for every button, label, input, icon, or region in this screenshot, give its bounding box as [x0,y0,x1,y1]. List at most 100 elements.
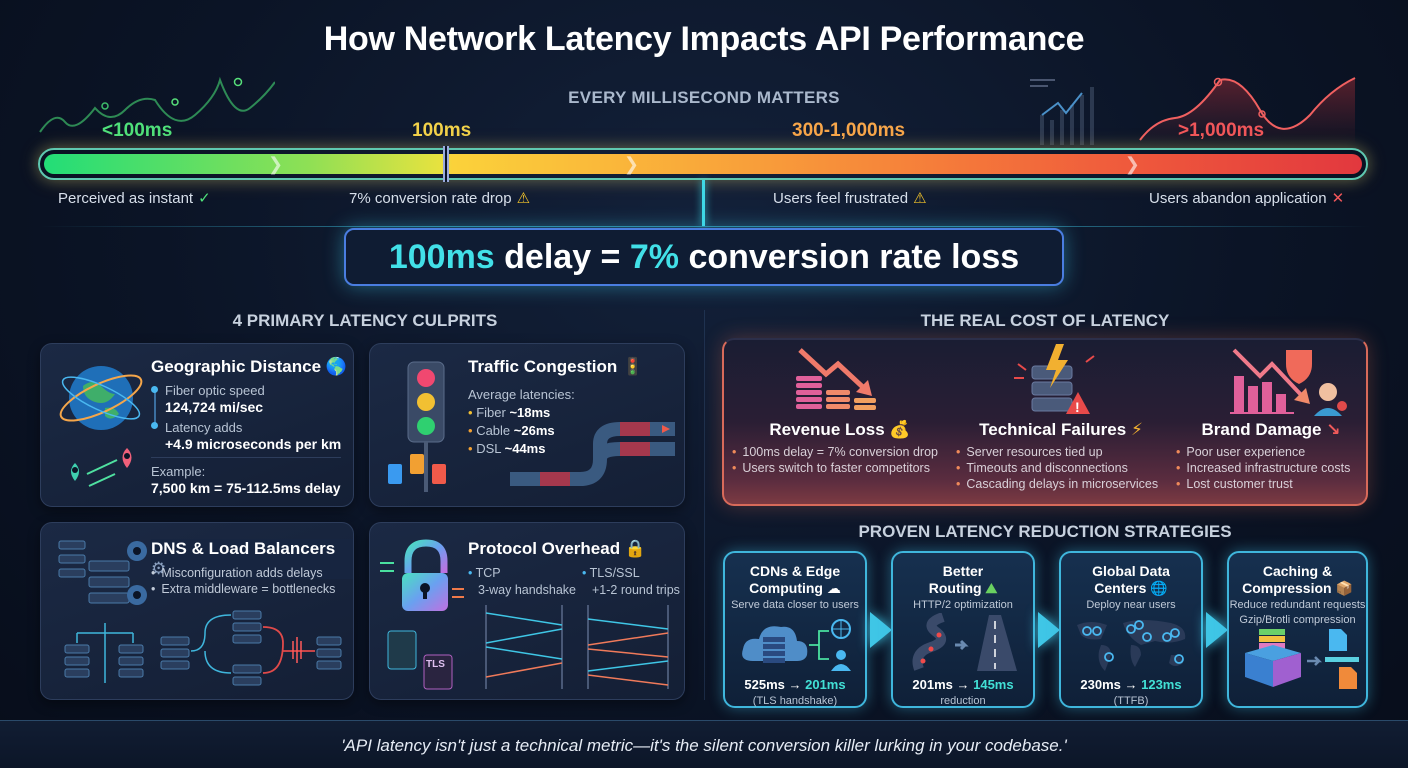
list-item: Timeouts and disconnections [956,460,1166,476]
vertical-divider [704,310,705,700]
congested-pipe-icon [510,422,675,486]
timeline-dot [151,422,158,429]
cloud-icon: ☁ [826,580,841,596]
list-item: Increased infrastructure costs [1176,460,1366,476]
cost-panel: ! Revenue Loss 💰 100ms delay = 7% conver… [722,338,1368,506]
tls-info: • TLS/SSL+1-2 round trips [582,566,680,597]
strategy-title: Caching &Compression 📦 [1242,563,1353,596]
list-item: Cascading delays in microservices [956,476,1166,492]
effect-300-1000ms: Users feel frustrated⚠ [773,190,927,207]
cost-title: Revenue Loss 💰 [769,420,911,439]
effect-over-1000ms: Users abandon application✕ [1149,190,1345,207]
card-title: Geographic Distance 🌎 [151,357,347,376]
traffic-light-emoji-icon: 🚦 [621,357,644,376]
footer-bar [0,720,1408,768]
latency-adds-value: +4.9 microseconds per km [165,436,342,452]
cost-column-brand-damage: Brand Damage ↘ Poor user experienceIncre… [1176,420,1366,492]
strategy-description: Deploy near users [1086,599,1176,611]
money-bag-icon: 💰 [889,420,911,439]
globe-grid-icon: 🌐 [1150,580,1168,596]
list-item: Misconfiguration adds delays [151,565,335,581]
trend-down-icon: ↘ [1326,420,1341,439]
strategy-description: Serve data closer to users [731,599,859,611]
card-title: Traffic Congestion 🚦 [468,357,644,376]
package-icon: 📦 [1335,580,1353,596]
chevron-right-icon: ❯ [268,154,284,174]
lightning-icon: ⚡ [1130,420,1143,439]
strategy-description: Reduce redundant requests [1229,599,1366,611]
padlock-icon [380,539,464,690]
card-title: Protocol Overhead 🔒 [468,539,647,558]
list-item: Server resources tied up [956,444,1166,460]
handshake-sequence-diagram [485,605,669,689]
winding-to-straight-road-icon [912,613,1017,671]
cost-column-revenue-loss: Revenue Loss 💰 100ms delay = 7% conversi… [732,420,948,476]
revenue-loss-coins-icon [796,348,876,410]
range-label-instant: <100ms [102,120,173,141]
list-item: Lost customer trust [1176,476,1366,492]
latency-scale-bar: ❯ ❯ ❯ [38,146,1368,182]
timeline-dot [151,386,158,393]
strategy-card-caching: Caching &Compression 📦 Reduce redundant … [1227,551,1368,708]
cost-column-technical-failures: Technical Failures ⚡ Server resources ti… [956,420,1166,492]
divider-line [40,226,1370,227]
latency-item-dsl: • DSL ~44ms [468,441,546,456]
check-icon: ✓ [198,190,211,207]
server-failure-icon: ! [1014,344,1095,415]
chevron-right-icon: ❯ [623,154,639,174]
strategy-description: HTTP/2 optimization [913,599,1013,611]
list-item: 100ms delay = 7% conversion drop [732,444,948,460]
list-item: Poor user experience [1176,444,1366,460]
divider [151,457,341,458]
range-label-300-1000ms: 300-1,000ms [792,120,906,141]
globe-icon [59,366,143,487]
chevron-right-icon: ❯ [1124,154,1140,174]
range-label-100ms: 100ms [412,120,472,141]
culprits-heading: 4 PRIMARY LATENCY CULPRITS [232,311,498,330]
card-dns-load-balancers: DNS & Load Balancers ⚙ Misconfiguration … [40,522,354,700]
strategy-metric: 201ms → 145ms [912,677,1014,692]
traffic-light-icon [388,361,446,492]
effect-100ms: 7% conversion rate drop⚠ [349,190,531,207]
globe-emoji-icon: 🌎 [325,357,347,376]
key-stat-banner: 100ms delay = 7% conversion rate loss [344,228,1064,286]
world-map-icon [1077,620,1186,671]
page-title: How Network Latency Impacts API Performa… [323,20,1085,58]
footer-quote: 'API latency isn't just a technical metr… [341,736,1067,755]
latency-item-cable: • Cable ~26ms [468,423,555,438]
cost-title: Brand Damage ↘ [1201,420,1341,439]
lock-emoji-icon: 🔒 [624,539,647,558]
strategy-note: reduction [940,695,986,707]
strategy-note: (TTFB) [1113,695,1149,707]
strategies-heading: PROVEN LATENCY REDUCTION STRATEGIES [858,522,1232,541]
range-label-over-1000ms: >1,000ms [1178,120,1265,141]
strategy-note: (TLS handshake) [752,695,838,707]
card-geographic-distance: Geographic Distance 🌎 Fiber optic speed … [40,343,354,507]
warning-icon: ⚠ [516,190,531,207]
arrow-right-icon [1206,612,1228,648]
arrow-right-icon [870,612,892,648]
svg-text:!: ! [1075,399,1080,415]
brand-damage-icon [1230,348,1347,416]
cdn-cloud-server-icon [742,619,851,671]
cache-box-compression-icon [1245,629,1359,689]
fiber-speed-value: 124,724 mi/sec [165,399,264,415]
card-traffic-congestion: Traffic Congestion 🚦 Average latencies: … [369,343,685,507]
fiber-speed-label: Fiber optic speed [165,383,265,398]
example-label: Example: [151,464,206,479]
timeline-line [154,387,156,423]
subtitle: EVERY MILLISECOND MATTERS [568,88,840,107]
latency-gradient: ❯ ❯ ❯ [44,146,1362,182]
road-icon: ⛰ [985,580,998,596]
100ms-marker [443,146,450,182]
load-balancer-diagram-icon [58,540,342,686]
cost-heading: THE REAL COST OF LATENCY [920,311,1170,330]
list-item: Users switch to faster competitors [732,460,948,476]
arrow-right-icon [1038,612,1060,648]
